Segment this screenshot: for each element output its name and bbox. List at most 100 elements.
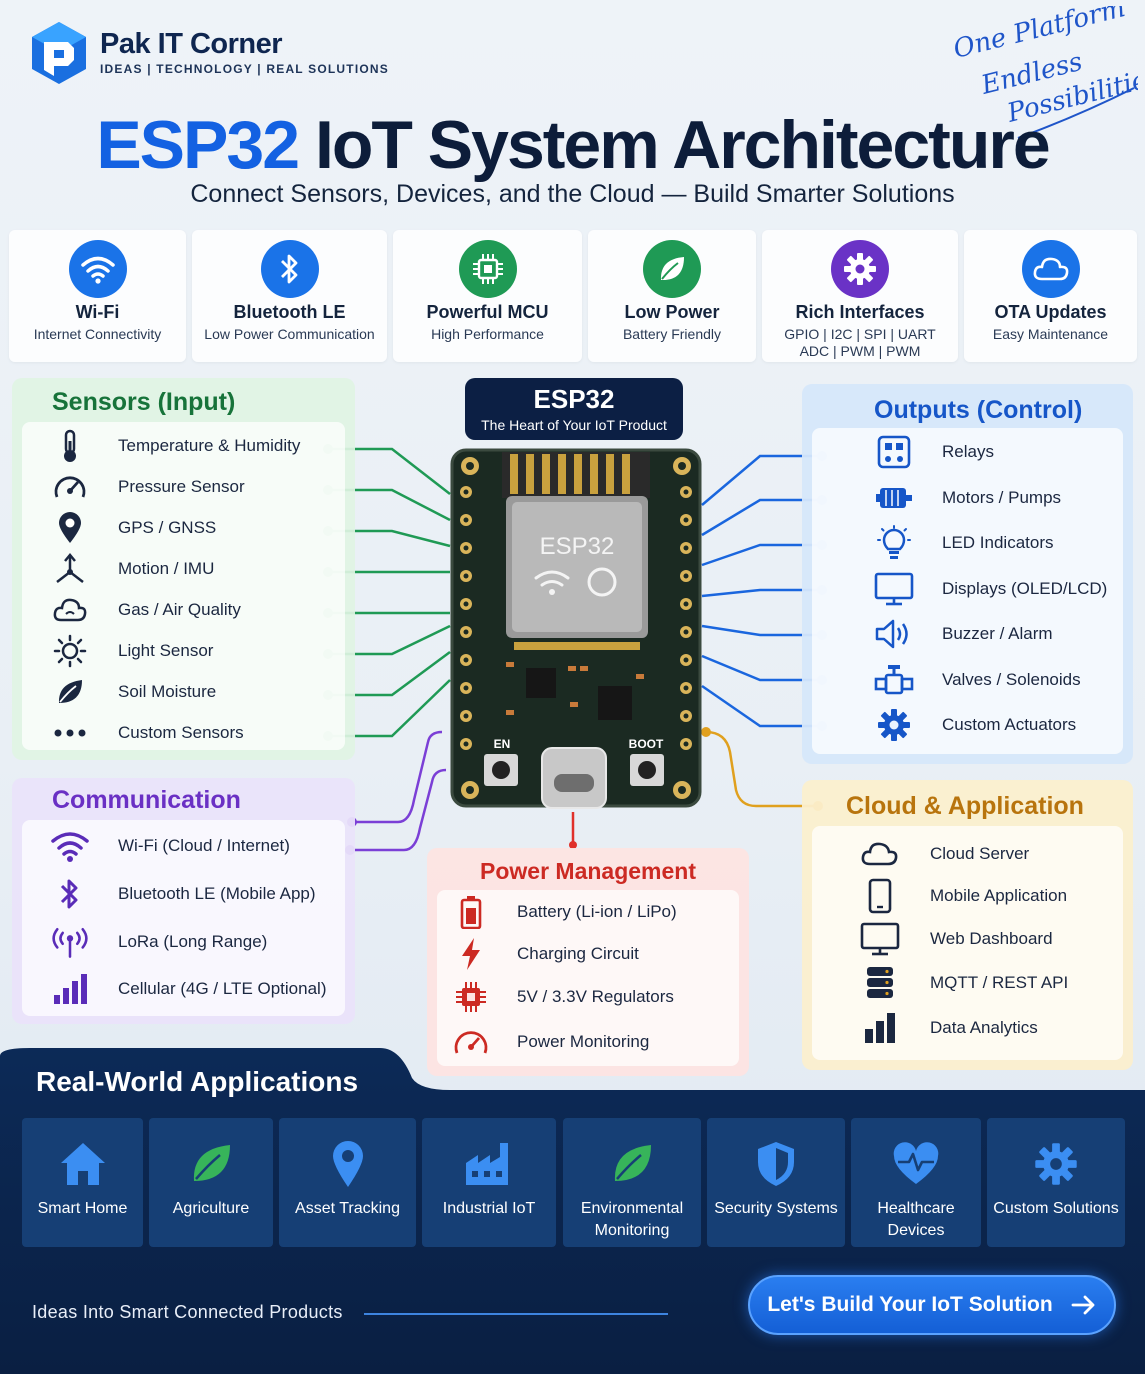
feature-sub: High Performance (431, 326, 544, 342)
gear-icon (874, 707, 914, 743)
valve-icon (874, 662, 914, 698)
list-item: Web Dashboard (860, 921, 1053, 957)
list-item: MQTT / REST API (860, 965, 1068, 1001)
database-icon (860, 965, 900, 1001)
power-panel-title: Power Management (480, 858, 696, 884)
communication-panel-title: Communication (52, 786, 241, 814)
feature-card-mcu: Powerful MCU High Performance (393, 230, 582, 362)
sensors-list: Temperature & Humidity Pressure Sensor G… (22, 422, 345, 750)
app-card-smart-home: Smart Home (22, 1118, 143, 1247)
footer-divider (364, 1313, 668, 1315)
more-dots-icon (50, 715, 90, 751)
feature-card-wifi: Wi-Fi Internet Connectivity (9, 230, 186, 362)
brand-name: Pak IT Corner (100, 28, 283, 60)
leaf-icon (563, 1134, 701, 1194)
feature-title: Bluetooth LE (233, 302, 346, 322)
esp32-board: ESP32 EN BOOT (450, 448, 702, 809)
feature-card-low-power: Low Power Battery Friendly (588, 230, 756, 362)
en-label: EN (494, 737, 511, 751)
list-item: Pressure Sensor (50, 469, 245, 505)
feature-card-bluetooth: Bluetooth LE Low Power Communication (192, 230, 387, 362)
list-item: 5V / 3.3V Regulators (451, 979, 674, 1015)
app-card-security-systems: Security Systems (707, 1118, 845, 1247)
applications-title: Real-World Applications (36, 1066, 359, 1097)
lightning-bolt-icon (451, 936, 491, 972)
location-pin-icon (279, 1134, 416, 1194)
brand-tagline: IDEAS | TECHNOLOGY | REAL SOLUTIONS (100, 62, 389, 76)
feature-title: Low Power (624, 302, 720, 322)
brand-logo-icon (32, 22, 86, 84)
feature-title: Powerful MCU (426, 302, 549, 322)
cloud-icon (860, 836, 900, 872)
speaker-icon (874, 616, 914, 652)
page-subtitle: Connect Sensors, Devices, and the Cloud … (190, 180, 955, 208)
power-list: Battery (Li-ion / LiPo) Charging Circuit… (437, 890, 739, 1066)
feature-sub: Low Power Communication (204, 326, 375, 342)
list-item: Buzzer / Alarm (874, 616, 1053, 652)
outputs-panel-title: Outputs (Control) (874, 396, 1083, 424)
list-item: Motion / IMU (50, 551, 214, 587)
communication-list: Wi-Fi (Cloud / Internet) Bluetooth LE (M… (22, 820, 345, 1016)
esp32-badge: ESP32 The Heart of Your IoT Product (465, 378, 683, 440)
location-pin-icon (50, 510, 90, 546)
list-item: Relays (874, 434, 994, 470)
esp32-badge-sub: The Heart of Your IoT Product (481, 417, 667, 433)
footer-tagline: Ideas Into Smart Connected Products (32, 1302, 343, 1322)
gear-icon (987, 1134, 1125, 1194)
power-panel: Power Management Battery (Li-ion / LiPo)… (427, 848, 749, 1076)
app-card-custom-solutions: Custom Solutions (987, 1118, 1125, 1247)
feature-title: OTA Updates (994, 302, 1107, 322)
communication-panel: Communication Wi-Fi (Cloud / Internet) B… (12, 778, 355, 1024)
smartphone-icon (860, 878, 900, 914)
feature-title: Rich Interfaces (795, 302, 925, 322)
page-title: ESP32 IoT System Architecture (0, 106, 1145, 184)
feature-card-interfaces: Rich Interfaces GPIO | I2C | SPI | UART … (762, 230, 958, 362)
sensors-panel-title: Sensors (Input) (52, 388, 236, 416)
gas-cloud-icon (50, 592, 90, 628)
regulator-chip-icon (451, 979, 491, 1015)
list-item: Displays (OLED/LCD) (874, 571, 1107, 607)
cta-button[interactable]: Let's Build Your IoT Solution (748, 1275, 1116, 1335)
list-item: Battery (Li-ion / LiPo) (451, 894, 677, 930)
wifi-icon (50, 828, 90, 864)
app-card-environmental-monitoring: Environmental Monitoring (563, 1118, 701, 1247)
power-gauge-icon (451, 1024, 491, 1060)
feature-sub: Easy Maintenance (992, 326, 1109, 342)
leaf-icon (643, 240, 701, 298)
list-item: Temperature & Humidity (50, 428, 300, 464)
list-item: Cloud Server (860, 836, 1029, 872)
list-item: LoRa (Long Range) (50, 924, 267, 960)
list-item: Custom Actuators (874, 707, 1076, 743)
page-title-highlight: ESP32 (96, 107, 300, 183)
sensors-panel: Sensors (Input) Temperature & Humidity P… (12, 378, 355, 760)
factory-icon (422, 1134, 556, 1194)
list-item: Bluetooth LE (Mobile App) (50, 876, 316, 912)
feature-sub: Internet Connectivity (33, 326, 162, 342)
esp32-badge-title: ESP32 (533, 384, 615, 414)
list-item: Wi-Fi (Cloud / Internet) (50, 828, 290, 864)
light-bulb-icon (874, 525, 914, 561)
app-card-industrial-iot: Industrial IoT (422, 1118, 556, 1247)
arrow-right-icon (1071, 1295, 1095, 1315)
gauge-icon (50, 469, 90, 505)
slogan: One Platform Endless Possibilities (950, 6, 1138, 139)
chip-logo-icon (587, 567, 617, 597)
list-item: Charging Circuit (451, 936, 639, 972)
display-monitor-icon (874, 571, 914, 607)
radio-tower-icon (50, 924, 90, 960)
feature-title: Wi-Fi (75, 302, 120, 322)
page-title-rest: IoT System Architecture (314, 107, 1051, 183)
cloud-panel: Cloud & Application Cloud Server Mobile … (802, 780, 1133, 1070)
wifi-icon (68, 240, 127, 298)
outputs-panel: Outputs (Control) Relays Motors / Pumps … (802, 384, 1133, 764)
list-item: Motors / Pumps (874, 480, 1061, 516)
leaf-icon (50, 674, 90, 710)
list-item: Valves / Solenoids (874, 662, 1081, 698)
list-item: Mobile Application (860, 878, 1067, 914)
feature-sub: Battery Friendly (622, 326, 722, 342)
signal-bars-icon (50, 971, 90, 1007)
cta-button-label: Let's Build Your IoT Solution (767, 1293, 1053, 1316)
chip-label: ESP32 (540, 533, 615, 560)
sun-icon (50, 633, 90, 669)
chip-icon (458, 240, 517, 298)
